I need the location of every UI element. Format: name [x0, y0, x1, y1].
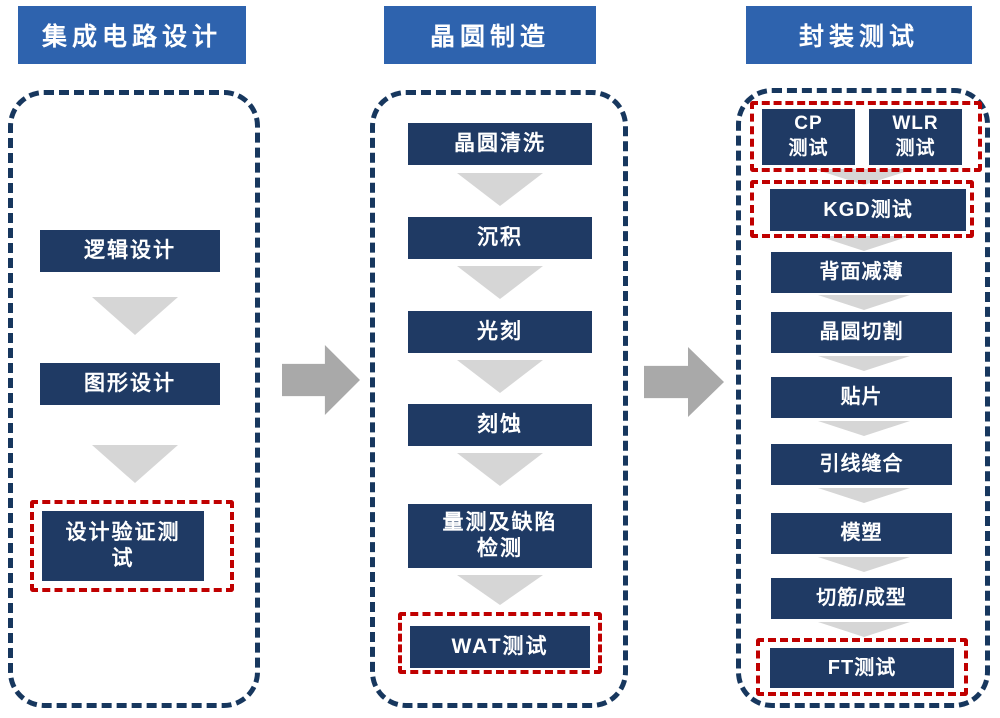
step-box-wafer-dicing: 晶圆切割	[771, 312, 952, 353]
step-box-cp-test: CP 测试	[762, 109, 855, 165]
step-box-wat-test: WAT测试	[410, 626, 590, 668]
step-box-wafer-cleaning: 晶圆清洗	[408, 123, 592, 165]
step-box-pattern-design: 图形设计	[40, 363, 220, 405]
step-box-ft-test: FT测试	[770, 648, 954, 688]
step-box-die-attach: 贴片	[771, 377, 952, 418]
container-packaging-testing	[736, 88, 990, 708]
container-wafer-fabrication	[370, 90, 628, 708]
step-box-design-verification-test: 设计验证测 试	[42, 511, 204, 581]
highlight-border-cp-wlr-test	[750, 101, 982, 172]
step-box-kgd-test: KGD测试	[770, 189, 966, 231]
highlight-border-kgd-test	[750, 180, 974, 238]
container-ic-design	[8, 90, 260, 708]
header-wafer-fabrication: 晶圆制造	[384, 6, 596, 64]
step-box-wire-bonding: 引线缝合	[771, 444, 952, 485]
header-packaging-testing: 封装测试	[746, 6, 972, 64]
step-box-photolithography: 光刻	[408, 311, 592, 353]
step-box-etching: 刻蚀	[408, 404, 592, 446]
step-box-molding: 模塑	[771, 513, 952, 554]
header-ic-design: 集成电路设计	[18, 6, 246, 64]
highlight-border-wat-test	[398, 612, 602, 674]
right-arrow-icon	[644, 347, 724, 417]
step-box-metrology-defect-inspection: 量测及缺陷 检测	[408, 504, 592, 568]
highlight-border-design-verification	[30, 500, 234, 592]
step-box-deposition: 沉积	[408, 217, 592, 259]
step-box-trim-form: 切筋/成型	[771, 578, 952, 619]
right-arrow-icon	[282, 345, 360, 415]
step-box-logic-design: 逻辑设计	[40, 230, 220, 272]
step-box-backside-thinning: 背面减薄	[771, 252, 952, 293]
step-box-wlr-test: WLR 测试	[869, 109, 962, 165]
highlight-border-ft-test	[756, 638, 968, 696]
